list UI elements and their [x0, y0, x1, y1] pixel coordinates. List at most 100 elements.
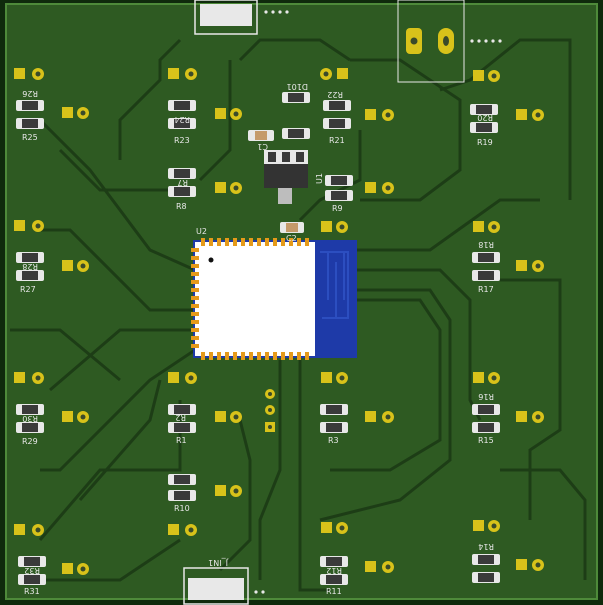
led-pad-pair: [168, 372, 197, 384]
resistor-r8: [168, 186, 196, 197]
led-pad-pair: [321, 221, 348, 233]
label-c1: C1: [257, 142, 268, 151]
resistor-r28: [16, 252, 44, 263]
resistor-r31: [18, 574, 46, 585]
resistor-r26: [16, 100, 44, 111]
resistor-r20: [470, 104, 498, 115]
label-d101: D101: [287, 82, 308, 91]
led-pad-pair: [516, 559, 544, 571]
resistor-footprints: [16, 100, 500, 585]
via-column: [265, 389, 275, 432]
led-pad-pair: [321, 522, 348, 534]
resistor-r21: [323, 118, 351, 129]
label-r28: R28: [22, 262, 38, 271]
label-r23: R23: [174, 136, 190, 145]
resistor-r24: [168, 100, 196, 111]
resistor-r29: [16, 422, 44, 433]
label-r17: R17: [478, 285, 494, 294]
led-pad-pair: [215, 182, 242, 194]
led-pad-pair: [14, 524, 44, 536]
label-r22: R22: [327, 90, 343, 99]
label-r24: R24: [174, 115, 190, 124]
led-pads: [14, 68, 544, 575]
connector-bottom: [183, 567, 265, 605]
resistor-r9b: [325, 190, 353, 201]
led-pad-pair: [365, 561, 394, 573]
label-r14: R14: [478, 542, 494, 551]
led-pad-pair: [62, 107, 89, 119]
switch-top-right: [397, 0, 502, 83]
resistor-r14: [472, 554, 500, 565]
resistor-r30: [16, 404, 44, 415]
led-pad-pair: [365, 411, 394, 423]
led-pad-pair: [62, 260, 89, 272]
resistor-r19: [470, 122, 498, 133]
resistor-r25: [16, 118, 44, 129]
resistor-r27: [16, 270, 44, 281]
resistor-r1: [168, 422, 196, 433]
resistor-r15: [472, 422, 500, 433]
resistor-r7: [168, 168, 196, 179]
led-pad-pair: [14, 372, 44, 384]
label-r10: R10: [174, 504, 190, 513]
resistor-r2: [168, 404, 196, 415]
label-r8: R8: [176, 202, 187, 211]
resistor-r10a: [168, 474, 196, 485]
label-r18: R18: [478, 240, 494, 249]
connector-top: [194, 0, 289, 35]
module-antenna: [320, 251, 349, 319]
label-u2: U2: [196, 227, 207, 236]
label-r1: R1: [176, 436, 187, 445]
resistor-r12: [320, 556, 348, 567]
wifi-module: [191, 238, 357, 360]
led-pad-pair: [516, 109, 544, 121]
led-pad-pair: [473, 520, 500, 532]
led-pad-pair: [365, 109, 394, 121]
resistor-r9: [325, 175, 353, 186]
label-u1: U1: [315, 173, 324, 184]
label-r26: R26: [22, 89, 38, 98]
label-r15: R15: [478, 436, 494, 445]
led-pad-pair: [473, 372, 500, 384]
led-pad-pair: [473, 221, 500, 233]
resistor-r17: [472, 270, 500, 281]
label-r11: R11: [326, 587, 342, 596]
module-pins: [191, 238, 309, 360]
led-pad-pair: [215, 108, 242, 120]
resistor-r18: [472, 252, 500, 263]
resistor-r3: [320, 404, 348, 415]
label-r16: R16: [478, 392, 494, 401]
led-pad-pair: [473, 70, 500, 82]
resistor-r10: [168, 490, 196, 501]
label-r27: R27: [20, 285, 36, 294]
label-r19: R19: [477, 138, 493, 147]
led-pad-pair: [321, 372, 348, 384]
led-pad-pair: [215, 485, 242, 497]
label-r30: R30: [22, 414, 38, 423]
label-r12: R12: [326, 566, 342, 575]
label-r20: R20: [477, 113, 493, 122]
label-r9: R9: [332, 204, 343, 213]
label-r32: R32: [24, 566, 40, 575]
led-pad-pair: [516, 260, 544, 272]
silkscreen-labels: R26 R25 R24 R23 R22 R21 R20 R19 R7 R8 R9…: [20, 82, 494, 596]
label-r7: R7: [177, 178, 188, 187]
regulator-area: [248, 92, 310, 233]
led-pad-pair: [320, 68, 348, 80]
label-r29: R29: [22, 437, 38, 446]
led-pad-pair: [62, 563, 89, 575]
led-pad-pair: [62, 411, 89, 423]
resistor-r23: [168, 118, 196, 129]
led-pad-pair: [215, 411, 242, 423]
label-c2: C2: [286, 234, 297, 243]
label-jin1: J_IN1: [208, 558, 229, 567]
resistor-r32: [18, 556, 46, 567]
led-pad-pair: [365, 182, 394, 194]
resistor-r13: [472, 572, 500, 583]
led-pad-pair: [14, 220, 44, 232]
label-r3: R3: [328, 436, 339, 445]
resistor-r22: [323, 100, 351, 111]
resistor-r16: [472, 404, 500, 415]
led-pad-pair: [14, 68, 44, 80]
